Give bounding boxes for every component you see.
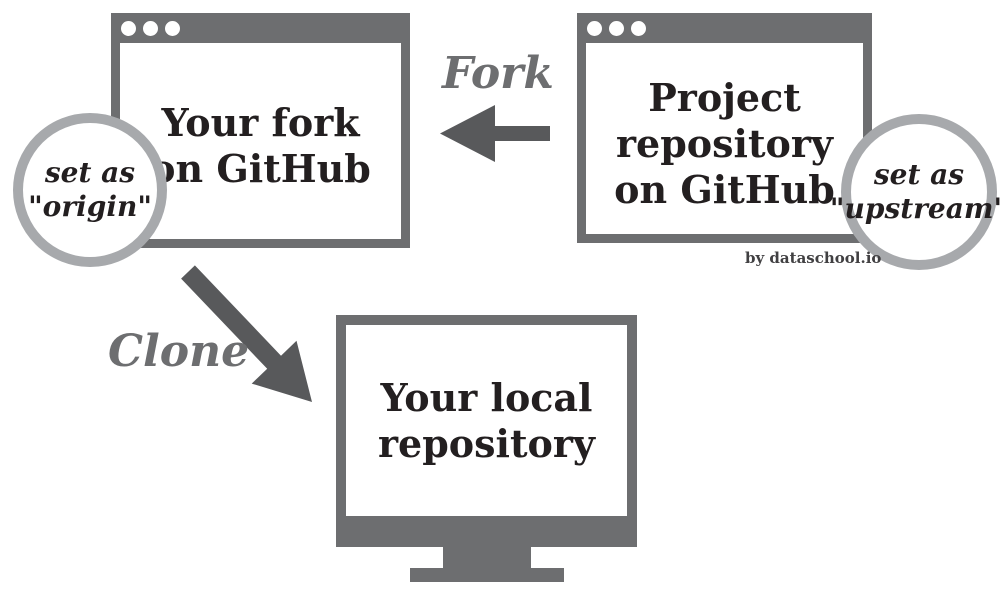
window-dot-icon	[121, 20, 136, 36]
fork-arrow-icon	[440, 105, 550, 162]
upstream-badge: set as "upstream"	[830, 114, 1000, 270]
fork-label: Fork	[442, 48, 554, 99]
credit-text: by dataschool.io	[745, 249, 882, 267]
window-dot-icon	[165, 20, 180, 36]
project-window-title-line3: on GitHub	[614, 166, 835, 212]
project-window-titlebar	[577, 13, 872, 43]
local-repository-title: Your local repository	[378, 375, 595, 467]
fork-window-title: Your fork on GitHub	[150, 90, 371, 192]
origin-badge-line1: set as	[44, 156, 136, 189]
monitor-base	[410, 568, 564, 582]
local-repository-title-line1: Your local	[380, 374, 593, 420]
window-dot-icon	[609, 20, 624, 36]
fork-window-body: Your fork on GitHub	[120, 43, 401, 239]
window-dot-icon	[587, 20, 602, 36]
upstream-badge-line2: "upstream"	[829, 192, 1000, 225]
window-dot-icon	[631, 20, 646, 36]
origin-badge: set as "origin"	[13, 113, 167, 267]
fork-window-title-line2: on GitHub	[150, 146, 371, 191]
fork-window-titlebar	[111, 13, 410, 43]
local-repository-title-line2: repository	[378, 420, 595, 466]
project-window: Project repository on GitHub	[577, 13, 872, 243]
window-dot-icon	[143, 20, 158, 36]
project-window-title-line2: repository	[616, 120, 833, 166]
project-window-title-line1: Project	[648, 74, 801, 120]
project-window-body: Project repository on GitHub	[586, 43, 863, 234]
monitor-screen: Your local repository	[346, 325, 627, 516]
project-window-title: Project repository on GitHub	[614, 65, 835, 213]
monitor-stand	[443, 547, 531, 568]
origin-badge-line2: "origin"	[28, 190, 152, 223]
fork-window-title-line1: Your fork	[161, 100, 360, 145]
monitor: Your local repository	[336, 315, 637, 547]
clone-label: Clone	[108, 326, 250, 377]
fork-window: Your fork on GitHub	[111, 13, 410, 248]
upstream-badge-line1: set as	[873, 158, 965, 191]
